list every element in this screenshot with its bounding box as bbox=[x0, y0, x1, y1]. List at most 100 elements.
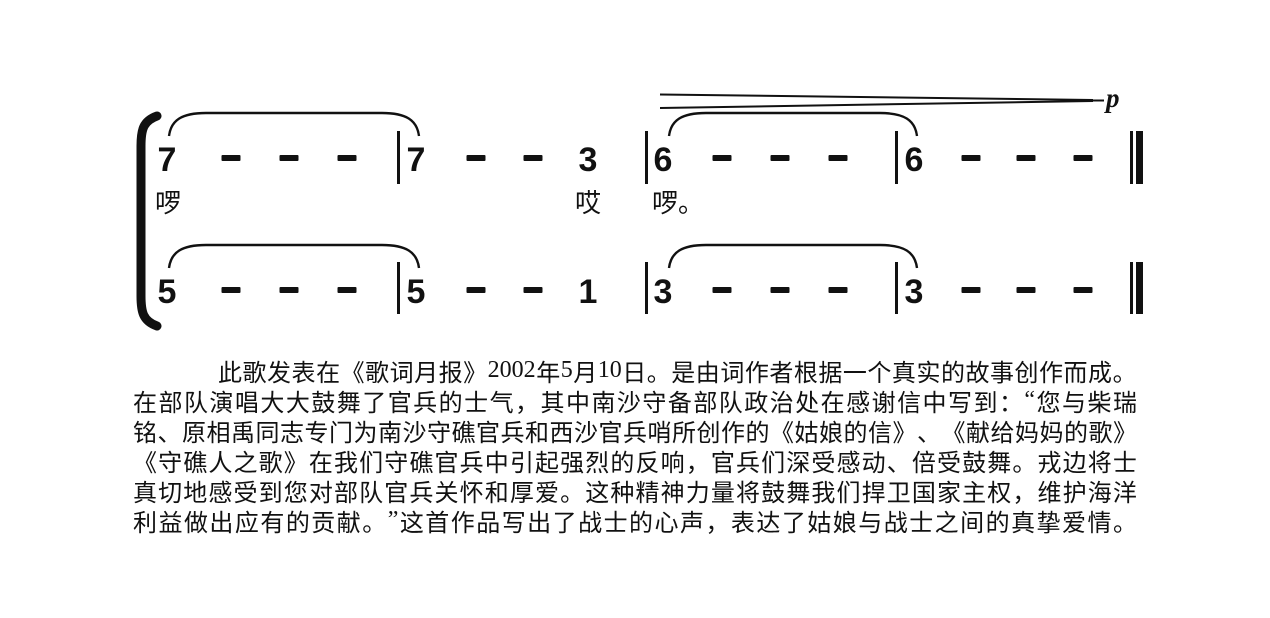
paragraph-text-run: 国 bbox=[911, 481, 936, 506]
paragraph-text-run: 志 bbox=[280, 421, 304, 446]
paragraph-text-run: 报 bbox=[438, 361, 463, 386]
paragraph-text-run: 队 bbox=[359, 481, 384, 506]
paragraph-text-run: 怀 bbox=[459, 481, 484, 506]
paragraph-text-run: 士 bbox=[909, 510, 934, 536]
paragraph-text-run: 贡 bbox=[311, 510, 336, 536]
paragraph-text-run: 这 bbox=[399, 510, 424, 536]
paragraph-text-run: 政 bbox=[744, 391, 769, 416]
paragraph-text-run: 》 bbox=[463, 361, 488, 386]
paragraph-text-run: ， bbox=[685, 451, 710, 476]
paragraph-text-run: 而 bbox=[1063, 361, 1088, 386]
paragraph-text-run: 鼓 bbox=[311, 391, 336, 416]
paragraph-text-run: 切 bbox=[158, 481, 183, 506]
paragraph-text-run: 2002 bbox=[487, 357, 536, 384]
duration-dash bbox=[279, 287, 299, 293]
paragraph-text-run: 战 bbox=[578, 510, 603, 536]
paragraph-text-run: 部 bbox=[693, 391, 718, 416]
paragraph-text-run: 舞 bbox=[786, 481, 811, 506]
paragraph-text-run: 官 bbox=[598, 421, 623, 446]
paragraph-text-run: 兵 bbox=[409, 481, 434, 506]
paragraph-text-run: 们 bbox=[761, 451, 786, 476]
paragraph-text-run: 反 bbox=[635, 451, 660, 476]
paragraph-text-run: 此 bbox=[218, 361, 242, 386]
paragraph-text-run: 沙 bbox=[574, 421, 598, 446]
paragraph-text-run: 种 bbox=[610, 481, 635, 506]
paragraph-text-run: 。 bbox=[560, 481, 585, 506]
paragraph-text-run: 达 bbox=[756, 510, 781, 536]
paragraph-text-run: 大 bbox=[285, 391, 310, 416]
paragraph-text-run: 礁 bbox=[409, 451, 434, 476]
paragraph-text-run: 出 bbox=[209, 510, 234, 536]
paragraph-text-run: 成 bbox=[1088, 361, 1113, 386]
paragraph-text-run: 倍 bbox=[911, 451, 936, 476]
paragraph-text-run: 》 bbox=[892, 421, 917, 446]
paragraph-text-run: 地 bbox=[183, 481, 208, 506]
paragraph-text-run: 权 bbox=[987, 481, 1012, 506]
paragraph-text-run: 真 bbox=[133, 481, 157, 506]
paragraph-text-run: 》 bbox=[1113, 421, 1137, 446]
paragraph-text-run: 的 bbox=[629, 510, 654, 536]
paragraph-text-run: 部 bbox=[334, 481, 358, 506]
paragraph-text-run: 和 bbox=[525, 421, 549, 446]
paragraph-text-run: 在 bbox=[133, 391, 157, 416]
paragraph-text-run: 官 bbox=[384, 481, 409, 506]
lyric-syllable: 啰。 bbox=[652, 189, 705, 218]
paragraph-text-run: 兵 bbox=[500, 421, 525, 446]
paragraph-text-run: 了 bbox=[781, 510, 806, 536]
paragraph-text-run: 《 bbox=[941, 421, 966, 446]
note-number: 3 bbox=[904, 273, 924, 311]
paragraph-text-run: 海 bbox=[1087, 481, 1112, 506]
duration-dash bbox=[770, 287, 790, 293]
paragraph-text-run: 妈 bbox=[1015, 421, 1039, 446]
paragraph-text-run: 所 bbox=[672, 421, 696, 446]
paragraph-text-run: 由 bbox=[695, 361, 720, 386]
paragraph-text-run: 南 bbox=[591, 391, 616, 416]
paragraph-text-run: 守 bbox=[427, 421, 451, 446]
paragraph-text-run: 我 bbox=[811, 481, 836, 506]
paragraph-text-run: 月 bbox=[573, 361, 598, 386]
paragraph-text-run: 起 bbox=[535, 451, 559, 476]
paragraph-text-run: 为 bbox=[353, 421, 378, 446]
paragraph-text-run: 在 bbox=[820, 391, 845, 416]
paragraph-text-run: 《 bbox=[340, 361, 365, 386]
paragraph-text-run: 5 bbox=[560, 357, 573, 384]
paragraph-text-run: 作 bbox=[744, 361, 769, 386]
paragraph-text-run: 日 bbox=[622, 361, 647, 386]
paragraph-text-run: 应 bbox=[234, 510, 259, 536]
paragraph-text-run: 词 bbox=[389, 361, 414, 386]
paragraph-text-run: 的 bbox=[940, 361, 965, 386]
paragraph-text-run: 是 bbox=[671, 361, 696, 386]
paragraph-text-run: 您 bbox=[283, 481, 308, 506]
paragraph-text-run: 对 bbox=[308, 481, 333, 506]
note-number: 6 bbox=[904, 141, 924, 179]
paragraph-text-run: 的 bbox=[285, 510, 310, 536]
duration-dash bbox=[961, 155, 981, 161]
paragraph-text-run: 兵 bbox=[459, 451, 484, 476]
duration-dash bbox=[828, 155, 848, 161]
paragraph-text-run: 做 bbox=[183, 510, 208, 536]
paragraph-text-run: 守 bbox=[384, 451, 409, 476]
duration-dash bbox=[279, 155, 299, 161]
paragraph-text-run: 感 bbox=[836, 451, 861, 476]
paragraph-text-run: 们 bbox=[359, 451, 384, 476]
paragraph-text-run: 精 bbox=[635, 481, 660, 506]
paragraph-text-run: 娘 bbox=[819, 421, 843, 446]
paragraph-text-run: 烈 bbox=[585, 451, 610, 476]
duration-dash bbox=[1073, 287, 1093, 293]
paragraph-text-run: ， bbox=[1012, 481, 1037, 506]
paragraph-text-run: 护 bbox=[1062, 481, 1087, 506]
paragraph-text-run: 家 bbox=[937, 481, 961, 506]
note-number: 3 bbox=[578, 141, 598, 179]
paragraph-text-run: 唱 bbox=[234, 391, 259, 416]
paragraph-text-run: 队 bbox=[718, 391, 743, 416]
final-double-barline bbox=[1130, 131, 1143, 314]
paragraph-text-run: 士 bbox=[464, 391, 489, 416]
paragraph-text-run: 同 bbox=[255, 421, 280, 446]
paragraph-text-run: 中 bbox=[484, 451, 509, 476]
paragraph-text-run: 之 bbox=[233, 451, 258, 476]
duration-dash bbox=[466, 155, 486, 161]
paragraph-text-run: 声 bbox=[679, 510, 704, 536]
paragraph-text-run: 利 bbox=[133, 510, 157, 536]
